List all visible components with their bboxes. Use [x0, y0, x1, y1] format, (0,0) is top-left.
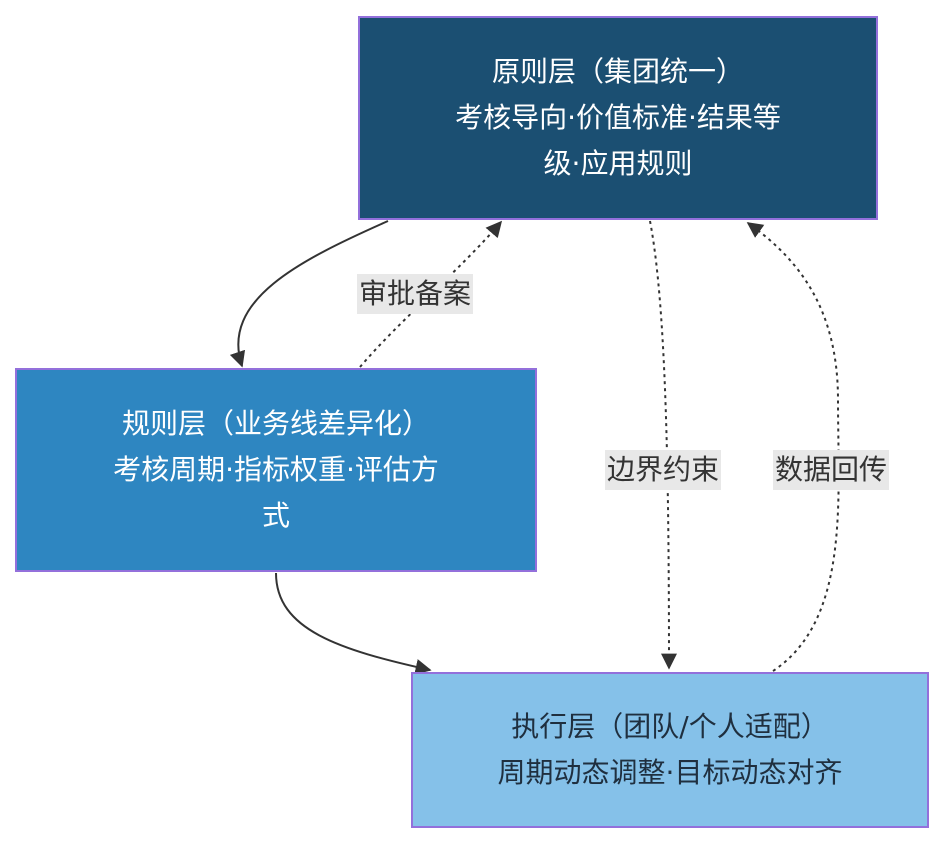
rule-layer-line-3: 式: [261, 499, 290, 532]
edge-principle-to-execution-boundary: [649, 220, 677, 670]
execution-layer-line-2: 周期动态调整·目标动态对齐: [497, 756, 843, 789]
principle-layer-line-2: 考核导向·价值标准·结果等: [455, 101, 781, 134]
rule-layer-line-1: 规则层（业务线差异化）: [121, 407, 430, 440]
principle-layer-line-3: 级·应用规则: [543, 147, 693, 180]
edge-label-boundary: 边界约束: [605, 450, 722, 490]
execution-layer-node: 执行层（团队/个人适配） 周期动态调整·目标动态对齐: [411, 672, 929, 828]
rule-layer-node: 规则层（业务线差异化） 考核周期·指标权重·评估方 式: [15, 368, 537, 572]
principle-layer-line-1: 原则层（集团统一）: [491, 55, 744, 88]
edge-label-approve: 审批备案: [357, 274, 474, 314]
edge-rule-to-execution: [275, 572, 432, 675]
edge-label-feedback: 数据回传: [773, 450, 890, 490]
execution-layer-line-1: 执行层（团队/个人适配）: [511, 710, 829, 743]
rule-layer-line-2: 考核周期·指标权重·评估方: [113, 453, 439, 486]
edge-execution-to-principle-feedback: [746, 222, 840, 672]
edge-principle-to-rule: [229, 220, 389, 368]
principle-layer-node: 原则层（集团统一） 考核导向·价值标准·结果等 级·应用规则: [358, 16, 878, 220]
